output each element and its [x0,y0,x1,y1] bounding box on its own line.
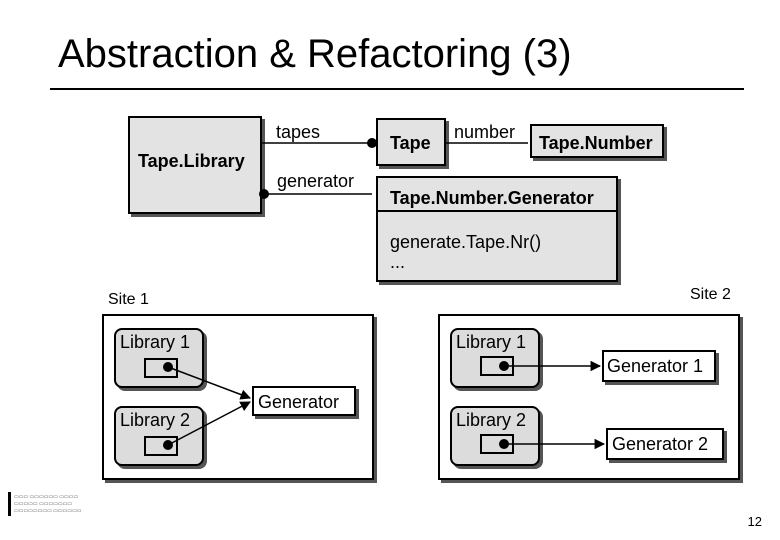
site1-library2-label: Library 2 [120,410,191,430]
site1-generator-box [252,386,356,416]
tape-number-generator-box [376,176,618,282]
site2-generator2-label: Generator 2 [612,434,709,454]
method-label: generate.Tape.Nr() [390,232,542,252]
tape-library-box [128,116,262,214]
site1-library2-slot [144,436,178,456]
generator-role-label: generator [277,171,355,191]
site2-generator1-box [602,350,716,382]
title-underline [50,88,744,90]
site2-library1-label: Library 1 [456,332,527,352]
tape-number-generator-divider [376,210,618,212]
site2-generator2-box [606,428,724,460]
site2-label: Site 2 [690,286,731,303]
site1-library1-label: Library 1 [120,332,191,352]
number-role-label: number [454,122,516,142]
site1-label: Site 1 [108,291,149,308]
page-number: 12 [747,514,762,529]
method-ellipsis: ... [390,252,406,272]
slide-title: Abstraction & Refactoring (3) [58,32,572,76]
site2-library1 [450,328,540,388]
tape-number-label: Tape.Number [539,133,653,153]
site2-generator1-label: Generator 1 [607,356,704,376]
tape-label: Tape [390,133,431,153]
tape-library-label: Tape.Library [138,151,245,171]
site1-library1-slot [144,358,178,378]
institution-logo: ▭▭▭ ▭▭▭▭▭▭ ▭▭▭▭ ▭▭▭▭▭ ▭▭▭▭▭▭▭ ▭▭▭▭▭▭▭▭ ▭… [8,492,98,516]
tape-number-box [530,124,664,158]
tape-box [376,118,446,166]
site2-library2-slot [480,434,514,454]
site2-library2-label: Library 2 [456,410,527,430]
site1-generator-label: Generator [258,392,340,412]
tapes-role-label: tapes [276,122,321,142]
tape-number-generator-label: Tape.Number.Generator [390,188,594,208]
site2-library1-slot [480,356,514,376]
